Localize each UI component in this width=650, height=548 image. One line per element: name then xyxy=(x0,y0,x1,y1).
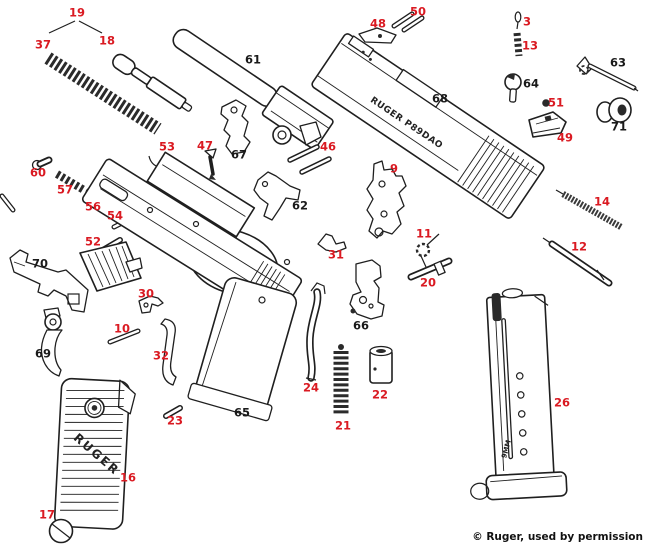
part-67-block xyxy=(220,99,251,155)
part-69-trigger xyxy=(40,307,63,377)
part-unlabeled-pin xyxy=(0,193,16,213)
part-32-spring-arm xyxy=(160,318,177,386)
part-60-pin xyxy=(31,156,53,171)
part-68-slide: RUGER P89DAO xyxy=(311,33,545,219)
part-48-front-sight xyxy=(358,27,397,44)
part-9-lever-plate xyxy=(366,160,407,239)
part-30-latch xyxy=(138,295,164,314)
part-66-hammer xyxy=(349,259,385,320)
part-46-pins xyxy=(287,144,332,175)
part-51-ball xyxy=(542,99,550,107)
part-10-pin xyxy=(107,328,141,345)
part-11-torsion-spring xyxy=(415,233,440,268)
part-65-frame xyxy=(81,151,303,422)
part-18-recoil-spring-guide xyxy=(112,53,193,112)
part-21-hammer-spring xyxy=(333,344,349,414)
part-12-firing-pin xyxy=(542,237,613,287)
part-24-hammer-strut xyxy=(305,282,326,382)
part-20-pin xyxy=(407,257,453,281)
part-52-slide-stop xyxy=(79,237,143,292)
part-71-bushing xyxy=(596,97,632,123)
part-57-spring xyxy=(54,170,87,194)
part-47-pin xyxy=(204,148,217,180)
part-64-latch xyxy=(504,73,522,103)
part-70-trigger-bar xyxy=(9,249,89,313)
part-22-spring-seat xyxy=(369,345,393,384)
part-14-firing-pin-spring xyxy=(555,189,623,230)
part-23-pin xyxy=(163,405,183,419)
label-19-bracket xyxy=(48,20,103,34)
part-17-grip-screw xyxy=(48,518,74,544)
part-50-pins xyxy=(391,11,425,33)
part-62-lever xyxy=(253,171,301,221)
part-49-rear-sight xyxy=(528,111,567,138)
part-31-lever xyxy=(317,233,347,253)
copyright-notice: © Ruger, used by permission xyxy=(472,531,643,543)
part-16-grip-panel: RUGER xyxy=(53,377,136,530)
part-63-ejector xyxy=(576,56,639,92)
part-13-spring xyxy=(513,32,523,57)
part-26-magazine: 9MM xyxy=(470,288,568,501)
part-37-recoil-spring xyxy=(44,52,162,135)
part-3-pin xyxy=(514,11,522,30)
part-61-barrel xyxy=(172,28,334,150)
